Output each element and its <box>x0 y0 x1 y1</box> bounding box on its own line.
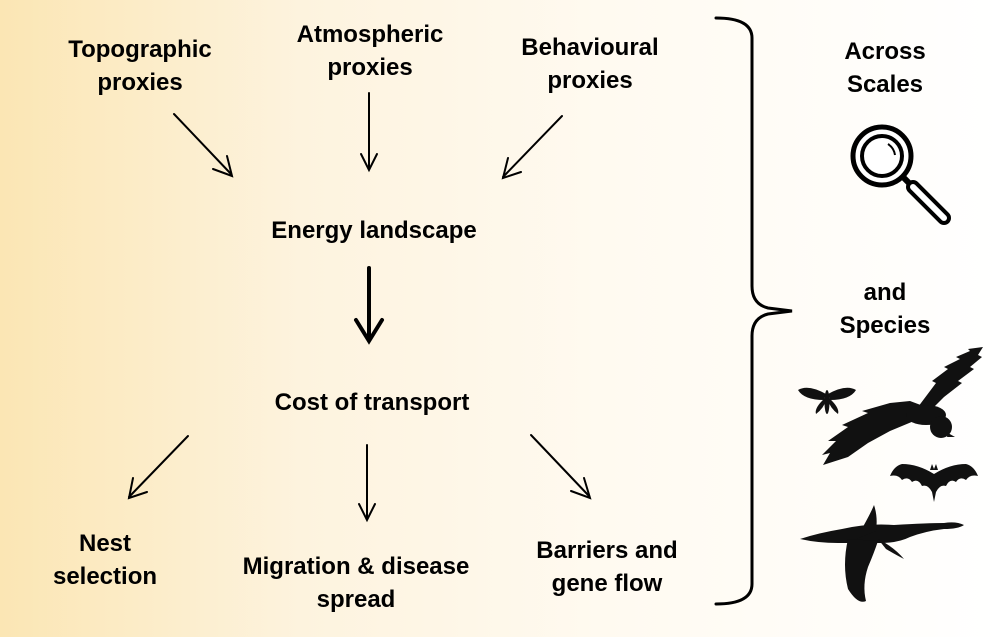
energy-landscape-label: Energy landscape <box>271 217 477 244</box>
behavioural-to-energy-arrow <box>501 115 563 180</box>
topographic-proxies-label: Topographic proxies <box>68 36 212 96</box>
moth-icon <box>798 387 856 414</box>
eagle-icon <box>822 347 983 465</box>
cost-to-nest-arrow <box>127 435 189 500</box>
nest-selection-label: Nest selection <box>52 530 158 590</box>
bat-icon <box>890 464 978 502</box>
barriers-gene-flow-label: Barriers and gene flow <box>536 537 678 597</box>
magnifying-glass-icon <box>850 124 951 225</box>
migration-disease-label: Migration & disease spread <box>242 553 470 613</box>
and-species-label: and Species <box>839 279 931 339</box>
cost-to-migration-arrow <box>358 444 376 523</box>
atmospheric-proxies-label: Atmospheric proxies <box>296 21 444 81</box>
across-scales-label: Across Scales <box>844 38 926 98</box>
grouping-brace <box>714 16 793 606</box>
atmospheric-to-energy-arrow <box>360 92 378 173</box>
cost-to-barriers-arrow <box>530 434 592 500</box>
cost-of-transport-label: Cost of transport <box>274 389 470 416</box>
energy-to-cost-arrow <box>354 266 384 345</box>
behavioural-proxies-label: Behavioural proxies <box>521 34 659 94</box>
swan-icon <box>800 505 964 602</box>
topographic-to-energy-arrow <box>173 113 234 178</box>
